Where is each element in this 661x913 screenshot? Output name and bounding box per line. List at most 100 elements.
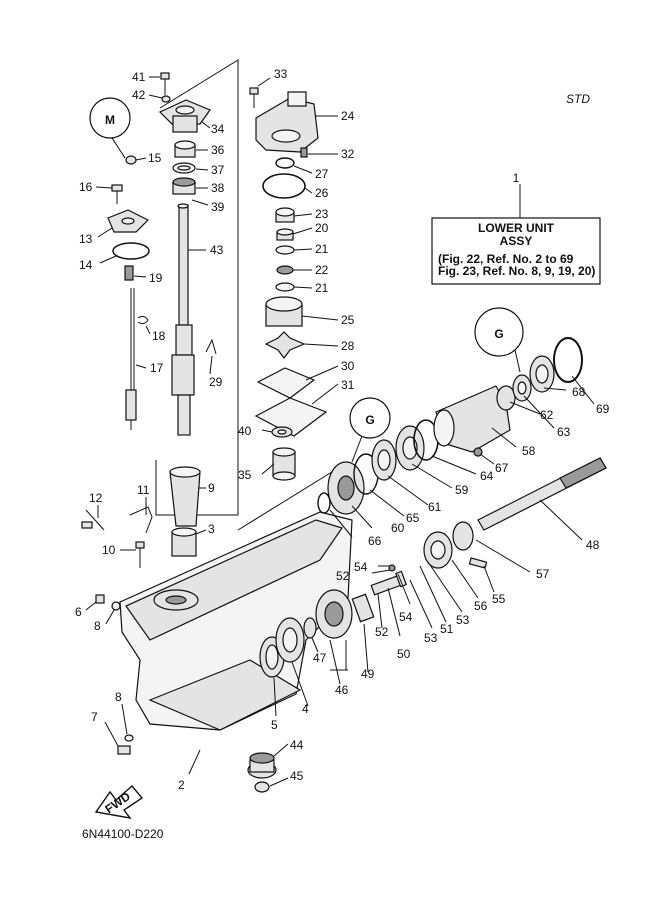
callout-45: 45: [290, 769, 304, 783]
callout-9: 9: [208, 481, 215, 495]
callout-62: 62: [540, 408, 554, 422]
callout-7: 7: [91, 710, 98, 724]
assembly-note-line-2: Fig. 23, Ref. No. 8, 9, 19, 20): [438, 264, 595, 278]
bearing-35: [272, 447, 296, 481]
callout-57: 57: [536, 567, 550, 581]
callout-46: 46: [335, 683, 349, 697]
callout-17: 17: [150, 361, 164, 375]
callout-68: 68: [572, 385, 586, 399]
bolt-6: [95, 594, 105, 604]
callout-22: 22: [315, 263, 329, 277]
impeller-28: [264, 331, 306, 359]
callout-19: 19: [149, 271, 163, 285]
leader-lines: [85, 76, 595, 787]
clip-29: [205, 338, 217, 355]
callout-20: 20: [315, 221, 329, 235]
bearing-61: [371, 439, 397, 481]
callout-8-upper: 8: [94, 619, 101, 633]
housing-34: [158, 99, 211, 133]
callout-65: 65: [406, 511, 420, 525]
washer-8-lower: [124, 734, 134, 742]
shim-47: [303, 617, 317, 639]
callout-24: 24: [341, 109, 355, 123]
callout-27: 27: [315, 167, 329, 181]
key-22: [276, 265, 294, 275]
needle-bearing-62: [496, 385, 516, 411]
bolt-12: [81, 509, 105, 531]
bearing-36: [174, 140, 196, 158]
propeller-housing-58: [433, 385, 511, 453]
callout-48: 48: [586, 538, 600, 552]
magnet-callout: M: [89, 97, 131, 159]
nut-45: [254, 781, 270, 793]
callout-5: 5: [271, 718, 278, 732]
callout-59: 59: [455, 483, 469, 497]
forward-arrow-icon: FWD: [94, 785, 144, 819]
callout-13: 13: [79, 232, 93, 246]
assembly-note-line-1: (Fig. 22, Ref. No. 2 to 69: [438, 252, 574, 266]
bearing-59: [395, 425, 425, 471]
callout-53-lower: 53: [424, 631, 438, 645]
callout-47: 47: [313, 651, 327, 665]
spring-19: [124, 265, 134, 281]
lower-casing-2: [119, 511, 353, 731]
callout-29: 29: [209, 375, 223, 389]
callout-43: 43: [210, 243, 224, 257]
callout-33: 33: [274, 67, 288, 81]
impeller-case-25: [265, 296, 303, 327]
shift-rod-17: [125, 288, 137, 430]
bearing-4: [275, 617, 305, 663]
callout-52-upper: 52: [336, 569, 350, 583]
callout-30: 30: [341, 359, 355, 373]
callout-15: 15: [148, 151, 162, 165]
callout-67: 67: [495, 461, 509, 475]
clip-icon: G: [494, 327, 503, 341]
drawing-code: 6N44100-D220: [82, 827, 164, 841]
callout-28: 28: [341, 339, 355, 353]
callout-53-right: 53: [456, 613, 470, 627]
callout-2: 2: [178, 778, 185, 792]
callout-41: 41: [132, 70, 146, 84]
bushing-3: [171, 527, 197, 557]
callout-35: 35: [238, 468, 252, 482]
spring-57: [452, 521, 474, 551]
callout-16: 16: [79, 180, 93, 194]
forward-gear-46: [315, 589, 353, 639]
washer-37-hole: [177, 165, 191, 171]
insert-23: [275, 207, 295, 223]
callout-50: 50: [397, 647, 411, 661]
ball-54-upper: [388, 564, 396, 572]
drain-screw-7: [117, 745, 131, 755]
callout-32: 32: [341, 147, 355, 161]
callout-40: 40: [238, 424, 252, 438]
pin-55: [468, 557, 488, 569]
callout-11: 11: [137, 483, 150, 497]
callout-8-lower: 8: [115, 690, 122, 704]
shift-rod-bracket-13: [107, 209, 150, 233]
assembly-title: LOWER UNIT: [478, 221, 555, 235]
callout-18: 18: [152, 329, 166, 343]
callout-39: 39: [211, 200, 225, 214]
callout-64: 64: [480, 469, 494, 483]
callout-12: 12: [89, 491, 103, 505]
callout-34: 34: [211, 122, 225, 136]
pinion-gear-44: [247, 752, 277, 779]
washer-21-upper: [275, 245, 295, 255]
assembly-subtitle: ASSY: [500, 234, 533, 248]
washer-21-lower: [275, 282, 295, 292]
callout-26: 26: [315, 186, 329, 200]
propeller-shaft-48: [477, 457, 607, 531]
callout-63: 63: [557, 425, 571, 439]
seal-40: [271, 426, 293, 438]
callout-44: 44: [290, 738, 304, 752]
o-ring-69: [553, 337, 583, 383]
callout-37: 37: [211, 163, 225, 177]
callout-61: 61: [428, 500, 442, 514]
callout-21-lower: 21: [315, 281, 329, 295]
callout-52-lower: 52: [375, 625, 389, 639]
magnet-icon: M: [105, 113, 115, 127]
callout-1: 1: [513, 171, 520, 185]
circlip-18: [137, 315, 149, 325]
